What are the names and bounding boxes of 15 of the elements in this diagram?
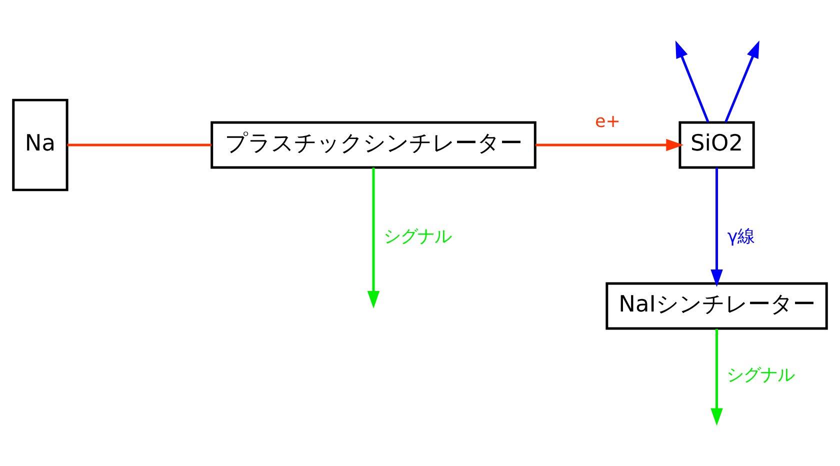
arrow (675, 40, 710, 123)
arrow (724, 40, 760, 123)
node-box: Na (12, 98, 68, 192)
arrow (710, 328, 723, 426)
edge-label: γ線 (727, 226, 755, 247)
arrow (710, 168, 723, 287)
edge-label: シグナル (726, 366, 795, 386)
arrow (367, 168, 380, 308)
connector (67, 144, 212, 146)
edge-label: e+ (595, 112, 620, 132)
edge-label: シグナル (383, 226, 452, 247)
node-box: NaIシンチレーター (606, 282, 828, 330)
node-box: プラスチックシンチレーター (210, 121, 536, 169)
arrow (536, 138, 684, 152)
node-box: SiO2 (678, 121, 755, 169)
